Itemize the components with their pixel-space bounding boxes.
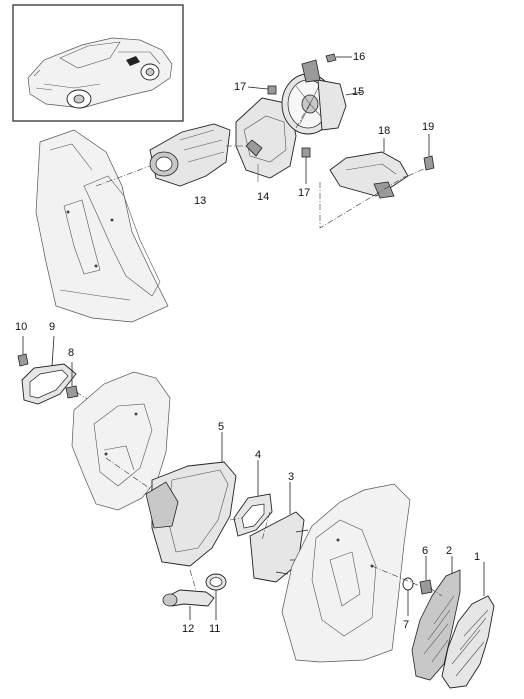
upper-body-panel [35, 129, 169, 323]
bolt-part-19 [423, 134, 435, 171]
callout-label-17-lower: 17 [298, 187, 311, 199]
cap-part-11 [205, 573, 227, 620]
clip-part-17-upper [247, 85, 277, 95]
air-duct-part-13 [149, 123, 231, 187]
callout-label-13: 13 [194, 195, 207, 207]
callout-label-15: 15 [352, 86, 365, 98]
clip-part-6 [419, 556, 433, 595]
screw-part-10 [17, 336, 29, 367]
clip-part-17-lower [301, 147, 311, 184]
callout-label-3: 3 [288, 471, 295, 483]
callout-label-16: 16 [353, 51, 366, 63]
lower-body-panel [281, 483, 411, 663]
callout-label-7: 7 [403, 619, 410, 631]
assembly-lines-lower [371, 565, 443, 597]
seal-ring-part-4 [233, 460, 273, 537]
hose-part-12 [162, 569, 215, 620]
radiator-fan-part-15 [281, 59, 363, 135]
callout-label-2: 2 [446, 545, 453, 557]
inner-grille-part-2 [411, 556, 461, 681]
callout-label-9: 9 [49, 321, 56, 333]
callout-label-14: 14 [257, 191, 270, 203]
callout-label-19: 19 [422, 121, 435, 133]
frame-part-9 [21, 335, 77, 405]
callout-label-1: 1 [474, 551, 481, 563]
callout-label-12: 12 [182, 623, 195, 635]
intake-housing-part-5 [145, 432, 237, 567]
vehicle-thumbnail [12, 4, 184, 122]
bracket-plate-part-18 [329, 138, 409, 199]
fan-housing-part-14 [235, 97, 297, 182]
callout-label-17-upper: 17 [234, 81, 247, 93]
assembly-lines-middle [105, 457, 271, 541]
o-ring-part-7 [402, 577, 414, 616]
callout-label-6: 6 [422, 545, 429, 557]
callout-label-4: 4 [255, 449, 262, 461]
callout-label-5: 5 [218, 421, 225, 433]
callout-label-10: 10 [15, 321, 28, 333]
clip-part-8 [65, 362, 79, 399]
assembly-lines-upper [95, 99, 427, 229]
callout-label-18: 18 [378, 125, 391, 137]
screw-part-16 [325, 53, 352, 63]
callout-label-8: 8 [68, 347, 75, 359]
callout-label-11: 11 [209, 623, 221, 635]
outer-grille-part-1 [441, 562, 495, 689]
